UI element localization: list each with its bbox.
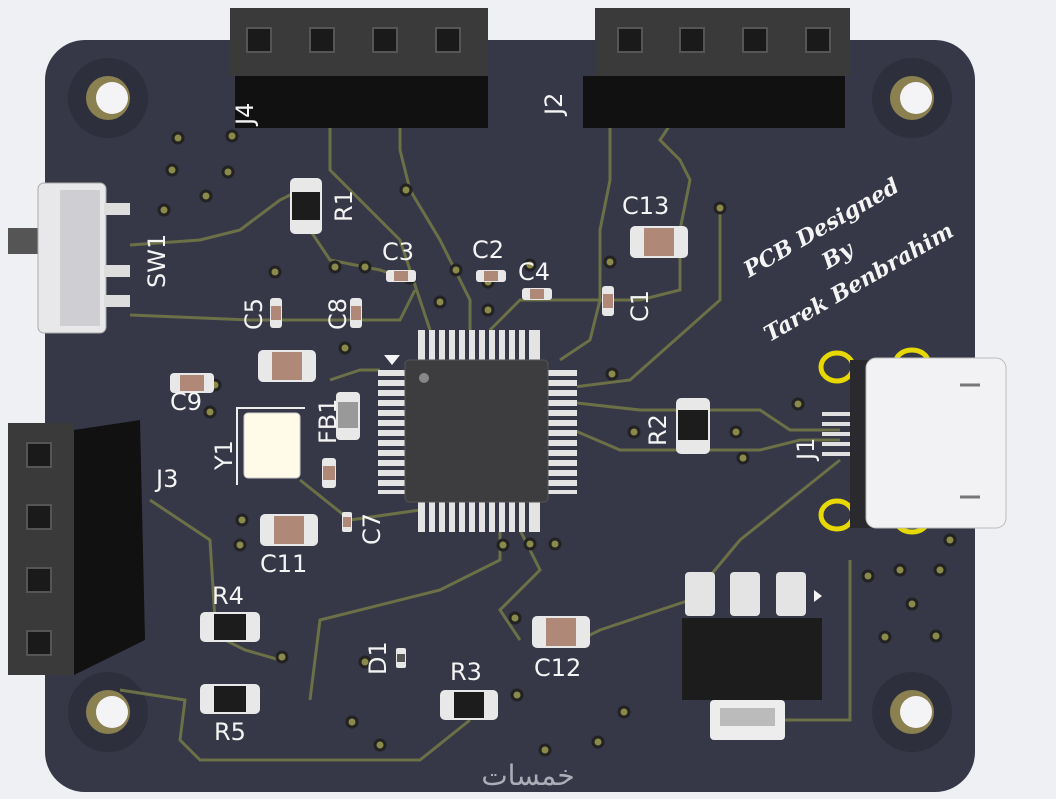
label-y1: Y1 [210, 440, 238, 471]
resistor-r4 [200, 612, 260, 642]
label-r3: R3 [450, 658, 482, 686]
crystal-y1 [236, 407, 305, 485]
capacitor-c12 [532, 616, 590, 648]
label-c11: C11 [260, 550, 307, 578]
silkscreen-labels: J4 J2 J3 J1 SW1 R1 R2 R3 R4 R5 C13 C12 C… [143, 93, 820, 746]
switch-sw1[interactable] [8, 182, 130, 334]
resistor-r5 [200, 684, 260, 714]
label-c3: C3 [382, 238, 414, 266]
ferrite-fb1 [336, 392, 360, 440]
header-j2 [583, 8, 850, 128]
passive-components [170, 178, 710, 720]
label-j3: J3 [154, 465, 178, 493]
label-c4: C4 [518, 258, 550, 286]
capacitor-c8 [350, 298, 362, 328]
label-r2: R2 [644, 414, 672, 446]
label-c12: C12 [534, 654, 581, 682]
resistor-r1 [290, 178, 322, 234]
capacitor-c4 [522, 288, 552, 300]
capacitor-c10 [258, 350, 316, 382]
label-c1: C1 [626, 290, 654, 322]
header-j3 [8, 420, 145, 675]
label-c9: C9 [170, 388, 202, 416]
label-r4: R4 [212, 582, 244, 610]
label-c13: C13 [622, 192, 669, 220]
capacitor-c11 [260, 514, 318, 546]
label-j1: J1 [792, 438, 820, 462]
label-c2: C2 [472, 236, 504, 264]
label-c5: C5 [240, 298, 268, 330]
label-c8: C8 [324, 298, 352, 330]
label-sw1: SW1 [143, 234, 171, 288]
capacitor-c5 [270, 298, 282, 328]
watermark: خمسات [481, 759, 574, 792]
capacitor-c13 [630, 226, 688, 258]
microcontroller-chip [378, 330, 577, 532]
label-d1: D1 [364, 641, 392, 675]
label-r5: R5 [214, 718, 246, 746]
usb-connector-j1 [818, 347, 1007, 535]
header-j4 [230, 8, 488, 128]
copper-traces [119, 100, 852, 762]
resistor-r3 [440, 690, 498, 720]
diode-d1 [396, 648, 406, 668]
voltage-regulator [682, 572, 822, 740]
label-j4: J4 [231, 103, 259, 127]
capacitor-c1 [602, 286, 614, 316]
label-j2: J2 [540, 93, 568, 117]
capacitor-c3 [386, 270, 416, 282]
resistor-r2 [676, 398, 710, 454]
label-c7: C7 [358, 513, 386, 545]
capacitor-c6 [322, 458, 336, 488]
capacitor-c7 [342, 512, 352, 532]
capacitor-c9 [170, 373, 214, 393]
label-r1: R1 [330, 190, 358, 222]
capacitor-c2 [476, 270, 506, 282]
label-fb1: FB1 [314, 398, 342, 444]
